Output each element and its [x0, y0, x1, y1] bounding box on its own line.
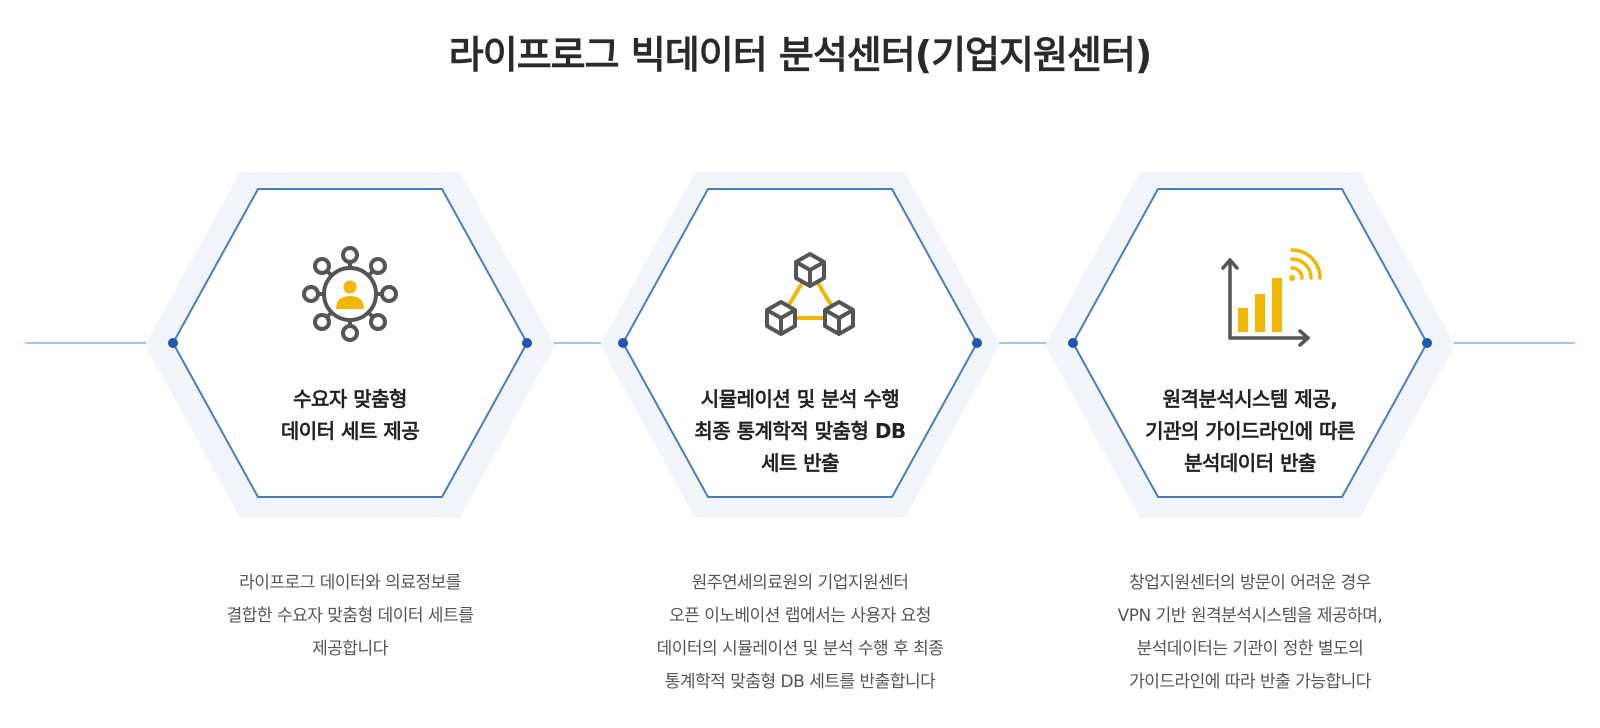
- hex-label-1: 수요자 맞춤형 데이터 세트 제공: [200, 383, 500, 447]
- hex-fill: [623, 189, 977, 497]
- hex-left-dot: [618, 338, 628, 348]
- cube-link-triangle: [777, 266, 843, 320]
- desc-line: 창업지원센터의 방문이 어려운 경우: [1129, 573, 1371, 593]
- desc-line: 결합한 수요자 맞춤형 데이터 세트를: [226, 606, 474, 626]
- desc-line: 제공합니다: [312, 639, 388, 659]
- hex-label-line: 최종 통계학적 맞춤형 DB: [694, 419, 906, 443]
- hex-fill: [173, 189, 527, 497]
- desc-line: 원주연세의료원의 기업지원센터: [691, 573, 909, 593]
- hex-right-dot: [522, 338, 532, 348]
- desc-line: 가이드라인에 따라 반출 가능합니다: [1129, 672, 1371, 692]
- desc-line: 데이터의 시뮬레이션 및 분석 수행 후 최종: [656, 639, 944, 659]
- description-3: 창업지원센터의 방문이 어려운 경우 VPN 기반 원격분석시스템을 제공하며,…: [1050, 567, 1450, 699]
- hex-label-3: 원격분석시스템 제공, 기관의 가이드라인에 따른 분석데이터 반출: [1100, 383, 1400, 479]
- hex-left-dot: [1068, 338, 1078, 348]
- hex-label-line: 수요자 맞춤형: [293, 387, 407, 411]
- hex-step-1: [145, 172, 555, 518]
- hex-label-line: 세트 반출: [760, 451, 840, 475]
- cubes-network-icon: [765, 252, 855, 336]
- hex-label-line: 기관의 가이드라인에 따른: [1145, 419, 1355, 443]
- hex-label-2: 시뮬레이션 및 분석 수행 최종 통계학적 맞춤형 DB 세트 반출: [650, 383, 950, 479]
- hex-left-dot: [168, 338, 178, 348]
- user-network-icon: [302, 246, 398, 342]
- hex-label-line: 시뮬레이션 및 분석 수행: [700, 387, 900, 411]
- hex-label-line: 데이터 세트 제공: [280, 419, 420, 443]
- hex-label-line: 분석데이터 반출: [1184, 451, 1316, 475]
- hex-right-dot: [972, 338, 982, 348]
- desc-line: 오픈 이노베이션 랩에서는 사용자 요청: [669, 606, 931, 626]
- hex-right-dot: [1422, 338, 1432, 348]
- desc-line: VPN 기반 원격분석시스템을 제공하며,: [1117, 606, 1383, 626]
- description-1: 라이프로그 데이터와 의료정보를 결합한 수요자 맞춤형 데이터 세트를 제공합…: [150, 567, 550, 666]
- hex-step-2: [600, 172, 1000, 518]
- hex-fill: [1073, 189, 1427, 497]
- desc-line: 분석데이터는 기관이 정한 별도의: [1136, 639, 1364, 659]
- description-2: 원주연세의료원의 기업지원센터 오픈 이노베이션 랩에서는 사용자 요청 데이터…: [600, 567, 1000, 699]
- user-figure: [336, 280, 364, 309]
- desc-line: 라이프로그 데이터와 의료정보를: [239, 573, 461, 593]
- bar-chart-signal-icon: [1221, 248, 1322, 347]
- hex-label-line: 원격분석시스템 제공,: [1162, 387, 1338, 411]
- desc-line: 통계학적 맞춤형 DB 세트를 반출합니다: [664, 672, 936, 692]
- hex-step-3: [1045, 172, 1455, 518]
- page-title: 라이프로그 빅데이터 분석센터(기업지원센터): [448, 33, 1152, 77]
